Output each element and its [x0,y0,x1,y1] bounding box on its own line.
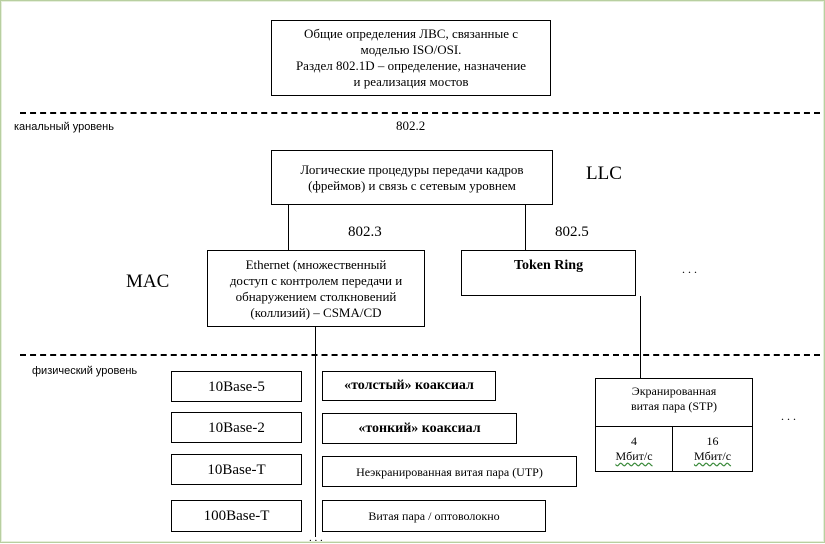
stp-box: Экранированная витая пара (STP) 4 Мбит/с… [595,378,753,472]
medium-box-thin-coax: «тонкий» коаксиал [322,413,517,444]
top-definitions-text: Общие определения ЛВС, связанные с модел… [295,26,527,89]
medium-label: Неэкранированная витая пара (UTP) [356,464,543,479]
connector-llc-token-ring [525,205,526,250]
ethernet-box-text: Ethernet (множественный доступ с контрол… [229,256,403,320]
mac-label: MAC [126,271,170,292]
medium-label: Витая пара / оптоволокно [368,509,500,523]
medium-label: «тонкий» коаксиал [358,420,481,436]
ellipsis-bottom: . . . [309,532,323,544]
standard-label: 10Base-5 [208,378,265,395]
standard-box-10base2: 10Base-2 [171,412,302,443]
std-802-3-label: 802.3 [348,224,382,240]
stp-right-value: 16 [706,434,719,448]
stp-left-unit: Мбит/с [615,449,653,463]
token-ring-box-text: Token Ring [513,258,584,273]
standard-label: 10Base-T [207,461,266,478]
top-definitions-box: Общие определения ЛВС, связанные с модел… [271,20,551,96]
stp-left-value: 4 [631,434,637,448]
standard-box-10base5: 10Base-5 [171,371,302,402]
ellipsis-mac: . . . [682,262,697,276]
ethernet-trunk-line [315,327,316,537]
connector-token-ring-stp [640,296,641,378]
stp-title: Экранированная витая пара (STP) [630,384,718,413]
llc-label: LLC [586,163,622,184]
standard-box-100baset: 100Base-T [171,500,302,532]
medium-box-thick-coax: «толстый» коаксиал [322,371,496,401]
token-ring-box: Token Ring [461,250,636,296]
connector-llc-ethernet [288,205,289,250]
stp-right-unit: Мбит/с [693,449,732,463]
standard-label: 10Base-2 [208,419,265,436]
std-802-5-label: 802.5 [555,224,589,240]
channel-level-label: канальный уровень [14,121,114,133]
physical-level-label: физический уровень [32,365,138,377]
medium-label: «толстый» коаксиал [344,378,474,393]
llc-box-text: Логические процедуры передачи кадров (фр… [300,161,524,193]
upper-divider [20,112,820,114]
std-802-2-label: 802.2 [396,118,426,133]
standard-label: 100Base-T [203,508,270,524]
standard-box-10baset: 10Base-T [171,454,302,485]
medium-box-twisted-fiber: Витая пара / оптоволокно [322,500,546,532]
lower-divider [20,354,820,356]
llc-box: Логические процедуры передачи кадров (фр… [271,150,553,205]
ethernet-box: Ethernet (множественный доступ с контрол… [207,250,425,327]
ellipsis-phys: . . . [781,409,796,423]
stp-cell-divider [672,426,673,471]
stp-split-line [596,426,752,427]
medium-box-utp: Неэкранированная витая пара (UTP) [322,456,577,487]
